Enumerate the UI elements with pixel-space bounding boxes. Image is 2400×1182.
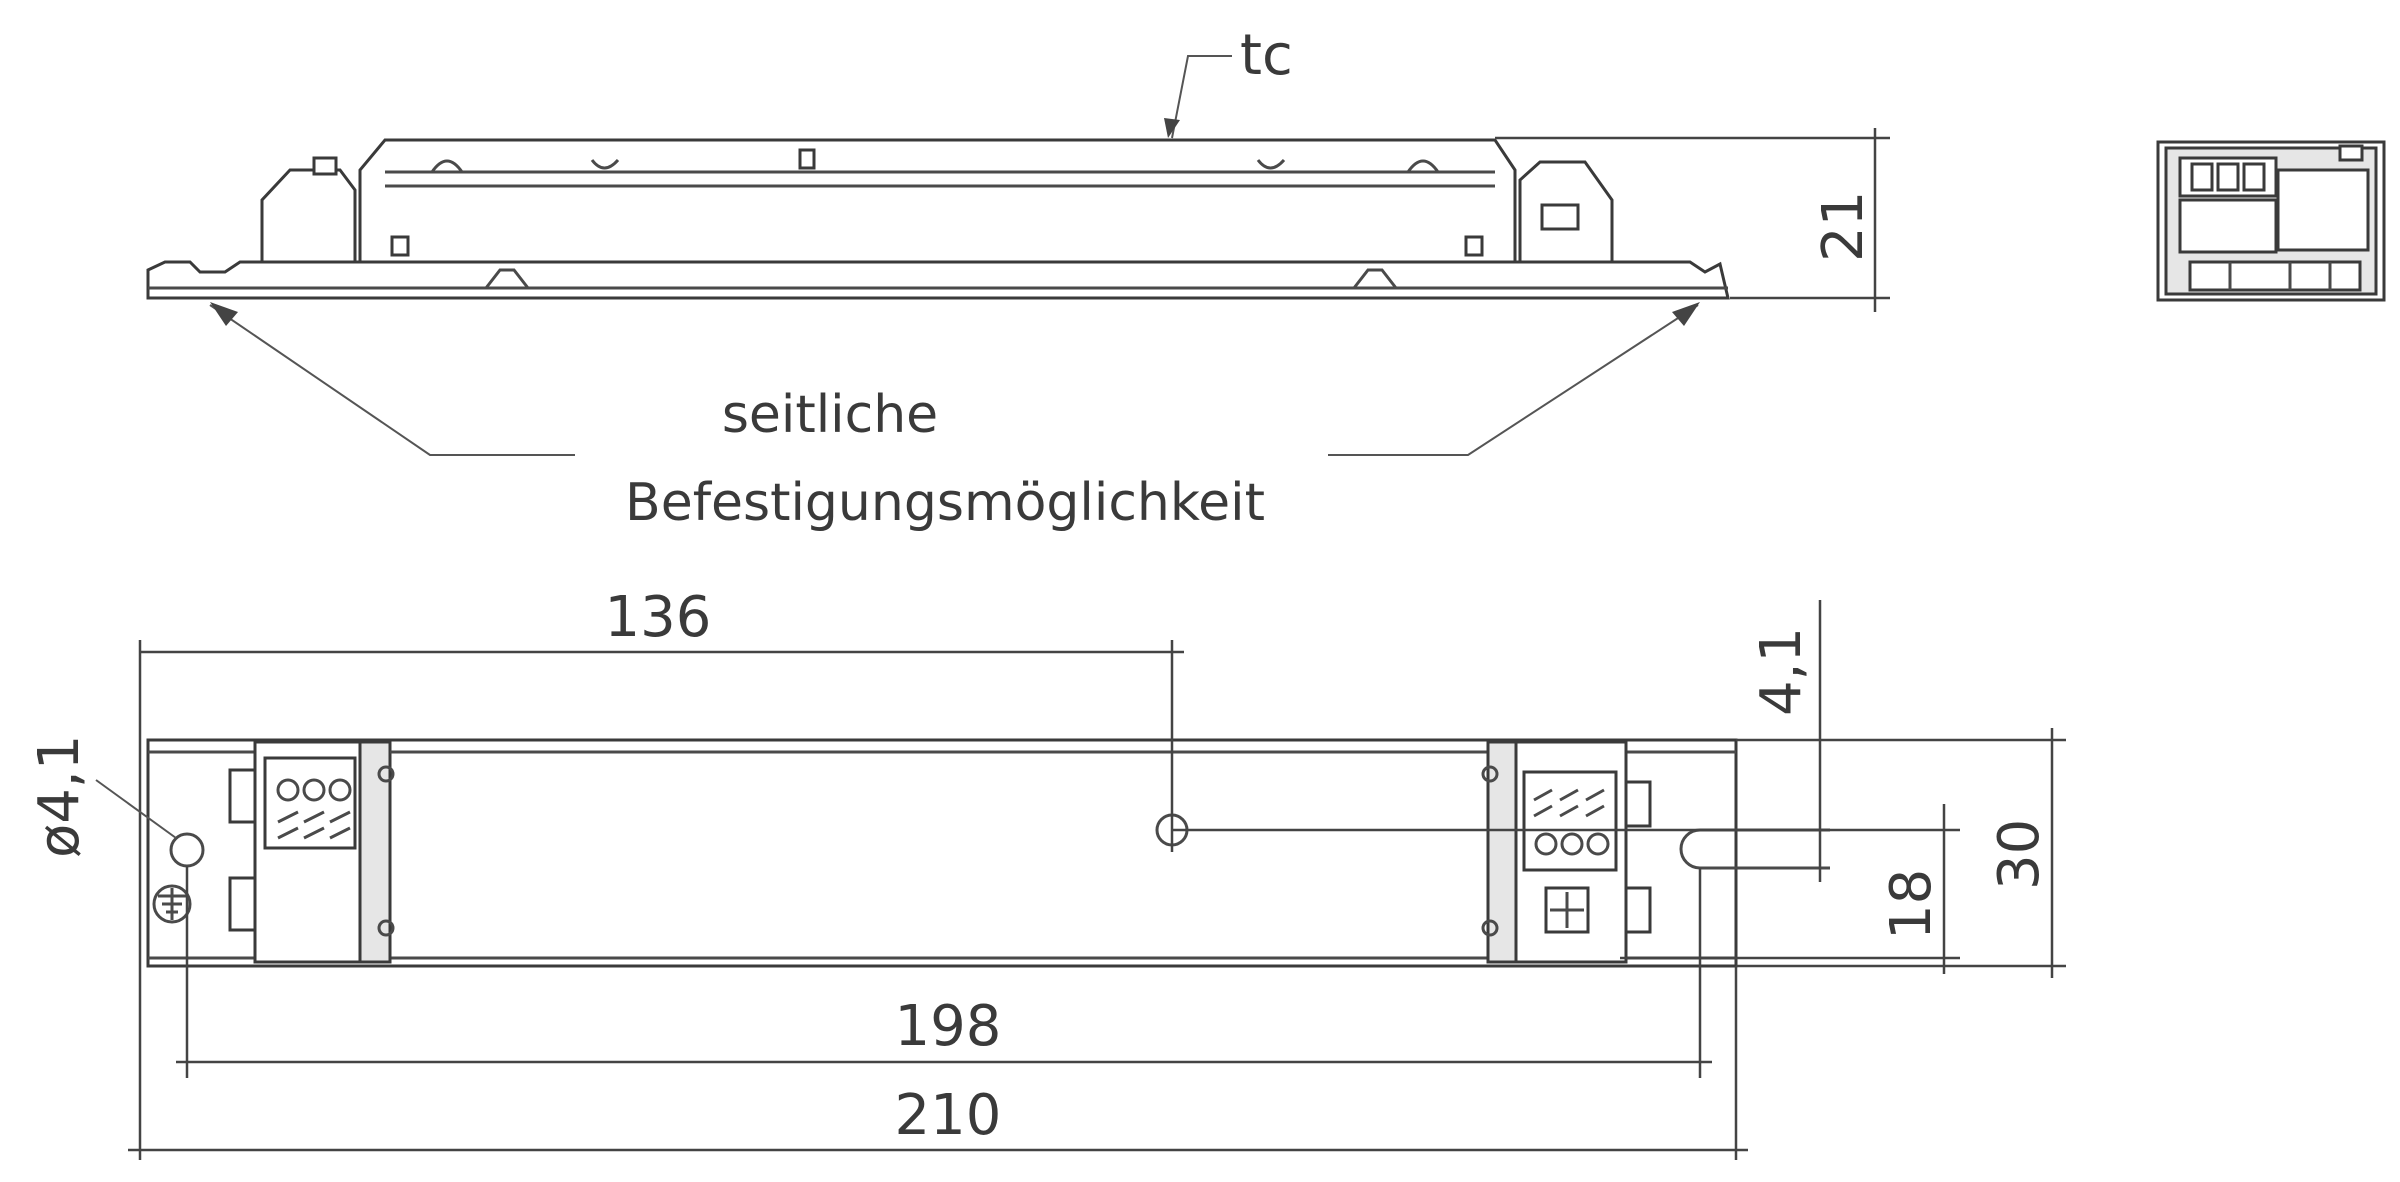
screw-terminal-icon [276,778,352,840]
end-view [2156,140,2386,302]
hole-diameter-label: ø4,1 [27,735,92,858]
dim-136: 136 [138,585,1184,1160]
dim-4-1-label: 4,1 [1749,627,1814,716]
ground-symbol-icon [152,884,192,924]
top-view [146,738,1830,968]
dim-210-label: 210 [895,1083,1002,1148]
dim-30-label: 30 [1987,819,2052,890]
screw-terminal-icon [1533,788,1610,856]
mount-note-line2: Befestigungsmöglichkeit [625,473,1265,533]
tc-label: tc [1240,23,1293,88]
tc-marker: tc [1164,23,1293,139]
height-dimension: 21 [1495,128,1890,312]
height-dim-label: 21 [1811,191,1876,262]
dim-198: 198 [176,866,1712,1078]
dim-136-label: 136 [605,585,712,650]
mount-note-line1: seitliche [722,385,938,445]
dim-18-label: 18 [1879,869,1944,940]
dim-18: 18 [1620,804,1960,974]
dim-30: 30 [1736,728,2066,978]
mounting-note: seitliche Befestigungsmöglichkeit [209,302,1700,533]
dim-210: 210 [128,966,1748,1160]
dim-198-label: 198 [895,994,1002,1059]
side-view [146,138,1730,300]
dim-hole-diameter: ø4,1 [27,735,177,858]
